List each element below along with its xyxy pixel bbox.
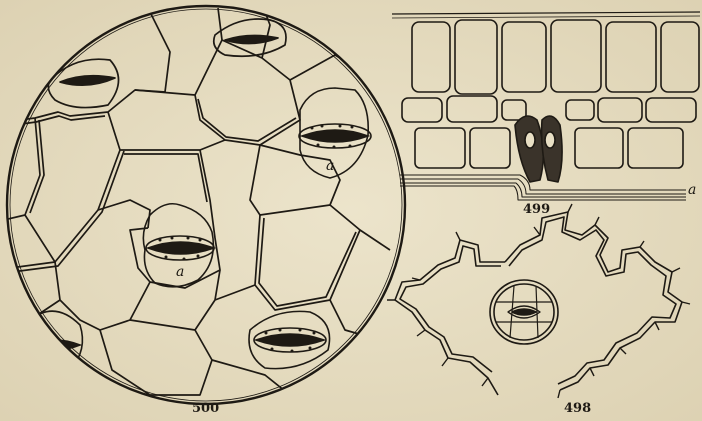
figure-number-498: 498: [564, 401, 591, 416]
label-a-cross-section: a: [688, 182, 696, 198]
figure-number-500: 500: [192, 401, 219, 416]
figure-number-499: 499: [523, 202, 550, 217]
label-a-center-stoma: a: [176, 264, 184, 280]
label-a-right-stoma: a: [326, 158, 334, 174]
